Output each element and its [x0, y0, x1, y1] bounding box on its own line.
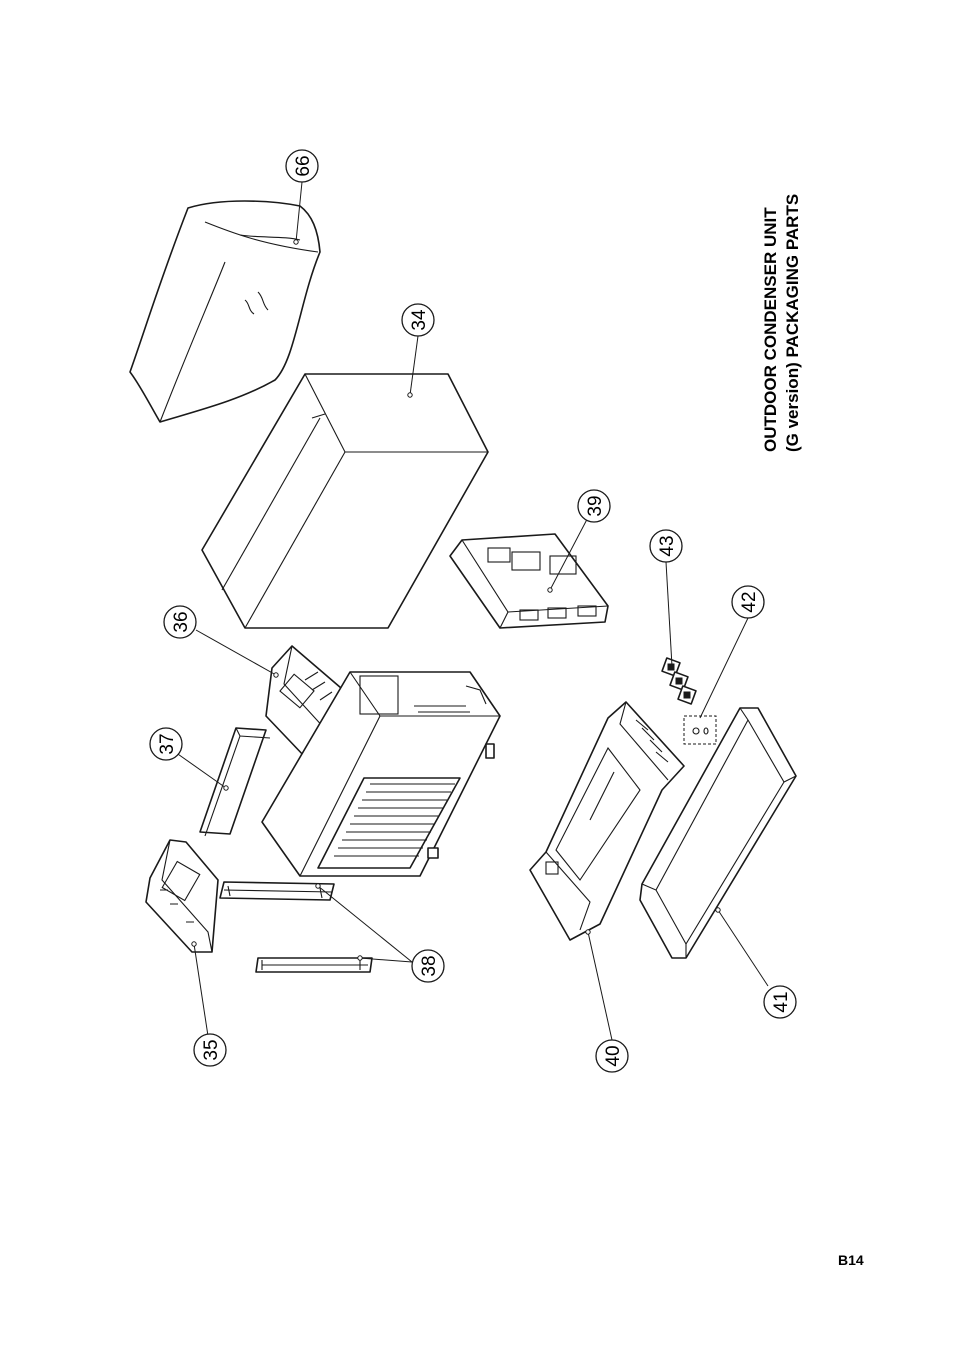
svg-text:38: 38	[419, 955, 440, 976]
callout-39: 39	[578, 490, 610, 522]
svg-text:36: 36	[171, 611, 192, 632]
callout-37: 37	[150, 728, 182, 760]
part-37-foam-bar	[200, 728, 270, 836]
part-38-rails	[220, 882, 372, 972]
diagram-title-line1: OUTDOOR CONDENSER UNIT	[761, 207, 780, 452]
part-42-accessory-bag	[684, 716, 716, 744]
callout-41: 41	[764, 986, 796, 1018]
callout-66: 66	[286, 150, 318, 182]
callout-43: 43	[650, 530, 682, 562]
part-34-carton	[202, 374, 488, 628]
svg-text:43: 43	[657, 535, 678, 556]
svg-text:42: 42	[739, 591, 760, 612]
svg-text:39: 39	[585, 495, 606, 516]
callout-42: 42	[732, 586, 764, 618]
svg-text:34: 34	[409, 309, 430, 331]
svg-text:41: 41	[771, 991, 792, 1012]
svg-text:66: 66	[293, 155, 314, 176]
part-43-corner-pieces	[662, 658, 696, 704]
callout-38: 38	[412, 950, 444, 982]
callout-34: 34	[402, 304, 434, 336]
part-66-plastic-bag	[130, 201, 320, 422]
page-number: B14	[838, 1252, 864, 1268]
callout-36: 36	[164, 606, 196, 638]
svg-text:35: 35	[201, 1039, 222, 1060]
svg-text:40: 40	[603, 1045, 624, 1066]
callout-35: 35	[194, 1034, 226, 1066]
diagram-title-line2: (G version) PACKAGING PARTS	[783, 194, 802, 452]
part-35-side-foam	[146, 840, 218, 952]
svg-text:37: 37	[157, 733, 178, 754]
part-39-side-foam	[450, 534, 608, 628]
callout-40: 40	[596, 1040, 628, 1072]
